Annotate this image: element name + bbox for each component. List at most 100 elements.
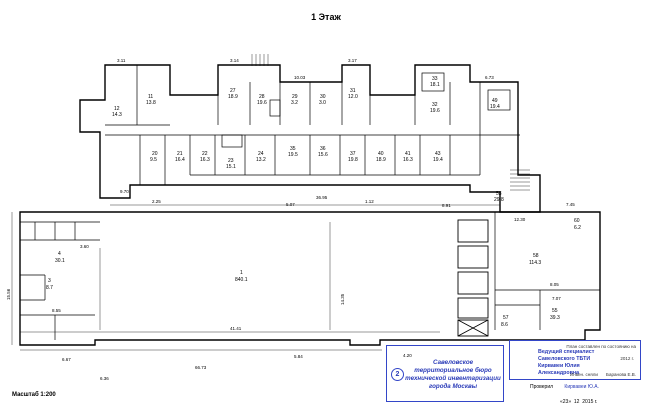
room-number: 27	[230, 88, 236, 94]
dim-label: 4.20	[403, 353, 412, 358]
sign-line-4: Александровна	[538, 370, 580, 376]
sign-line-1: Ведущий специалист	[538, 349, 595, 355]
room-area: 30.1	[55, 258, 65, 264]
date-row: «23» 12 2015 г.	[560, 399, 598, 405]
dimension-texts: 3.11 3.14 10.03 3.17 6.73 36.95 5.07 9.7…	[6, 58, 575, 381]
room-area: 16.3	[403, 157, 413, 163]
room-number: 22	[202, 151, 208, 157]
dim-label: 7.07	[552, 296, 561, 301]
room-area: 19.6	[257, 100, 267, 106]
sign-year: 2012 г.	[620, 356, 634, 361]
dim-label: 3.17	[348, 58, 357, 63]
room-number: 57	[503, 315, 509, 321]
dim-label: 5.84	[294, 354, 303, 359]
room-number: 4	[58, 251, 61, 257]
room-number: 40	[378, 151, 384, 157]
room-number: 32	[432, 102, 438, 108]
room-area: 19.6	[430, 108, 440, 114]
main-hall-walls	[19, 211, 601, 346]
dim-label: 9.70	[120, 189, 129, 194]
room-area: 18.9	[376, 157, 386, 163]
stamp-number: 2	[391, 368, 404, 381]
dim-label: 41.41	[230, 326, 242, 331]
room-area: 19.4	[433, 157, 443, 163]
date-day: 23	[562, 399, 569, 405]
room-area: 19.8	[348, 157, 358, 163]
date-month: 12	[573, 399, 580, 405]
room-area: 3.0	[319, 100, 326, 106]
room-area: 15.6	[318, 152, 328, 158]
room-labels: 12 14.3 11 13.8 27 18.9 28 19.6 29 3.2 3…	[46, 76, 581, 328]
stamp-line-3: технической инвентаризации	[405, 375, 501, 382]
plan-date-note: План составлен по состоянию на	[566, 344, 636, 349]
dim-label: 2.25	[152, 199, 161, 204]
room-number: 43	[435, 151, 441, 157]
room-number: 3	[48, 278, 51, 284]
dim-label: 8.91	[442, 203, 451, 208]
date-year: 2015 г.	[582, 399, 598, 405]
dim-label: 3.60	[80, 244, 89, 249]
room-number: 55	[552, 308, 558, 314]
stair-hatching	[251, 54, 530, 191]
checked-by-row: Проверил Кирвавеи Ю.А.	[530, 384, 599, 390]
dim-label: 15.56	[6, 288, 11, 300]
room-number: 29	[292, 94, 298, 100]
room-area: 3.2	[291, 100, 298, 106]
page-title: 1 Этаж	[311, 12, 341, 22]
dim-label: 6.67	[62, 357, 71, 362]
room-area: 15.1	[226, 164, 236, 170]
scale-label: Масштаб 1:200	[12, 392, 56, 398]
room-number: 24	[258, 151, 264, 157]
room-number: 28	[259, 94, 265, 100]
inventory-name: Баранова Е.В.	[606, 372, 637, 377]
stamp-line-4: города Москвы	[428, 383, 477, 390]
room-area: 114.3	[529, 260, 541, 266]
room-number: 41	[405, 151, 411, 157]
room-area: 9.5	[150, 157, 157, 163]
checked-label: Проверил	[530, 384, 554, 390]
room-number: 20	[152, 151, 158, 157]
room-number: 49	[492, 98, 498, 104]
inventory-label: Инвен. сняли	[570, 372, 598, 377]
main-hall-partitions	[20, 212, 600, 340]
stamp-line-2: территориальное бюро	[414, 367, 492, 374]
shaft-boxes	[457, 219, 489, 337]
dim-label: 12.30	[514, 217, 526, 222]
dim-label: 10.03	[294, 75, 306, 80]
room-number: 53	[496, 191, 502, 197]
room-area: 13.2	[256, 157, 266, 163]
upper-wing-walls	[79, 64, 541, 213]
room-area: 8.7	[46, 285, 53, 291]
room-number: 1	[240, 270, 243, 276]
room-area: 14.3	[112, 112, 122, 118]
room-number: 35	[290, 146, 296, 152]
checked-name: Кирвавеи Ю.А.	[564, 384, 600, 390]
sign-line-2: Савеловского ТБТИ	[538, 356, 591, 362]
dim-label: 5.07	[286, 202, 295, 207]
room-area: 29.8	[494, 197, 504, 203]
sign-line-3: Кирвавеи Юлия	[538, 363, 580, 369]
room-area: 16.3	[200, 157, 210, 163]
room-area: 8.6	[501, 322, 508, 328]
upper-wing-partitions	[105, 65, 520, 185]
dim-label: 6.36	[100, 376, 109, 381]
dim-label: 1.12	[365, 199, 374, 204]
room-number: 60	[574, 218, 580, 224]
room-area: 18.1	[430, 82, 440, 88]
dim-label: 6.73	[485, 75, 494, 80]
room-area: 6.2	[574, 225, 581, 231]
room-number: 58	[533, 253, 539, 259]
dim-label: 8.05	[550, 282, 559, 287]
stamp-line-1: Савеловское	[432, 359, 474, 366]
room-number: 11	[148, 94, 153, 100]
room-number: 33	[432, 76, 438, 82]
room-area: 840.1	[235, 277, 248, 283]
dim-label: 66.73	[195, 365, 207, 370]
room-area: 12.0	[348, 94, 358, 100]
room-area: 19.4	[490, 104, 500, 110]
dim-label: 14.35	[340, 293, 345, 305]
room-area: 13.8	[146, 100, 156, 106]
room-number: 30	[320, 94, 326, 100]
room-number: 12	[114, 106, 120, 112]
